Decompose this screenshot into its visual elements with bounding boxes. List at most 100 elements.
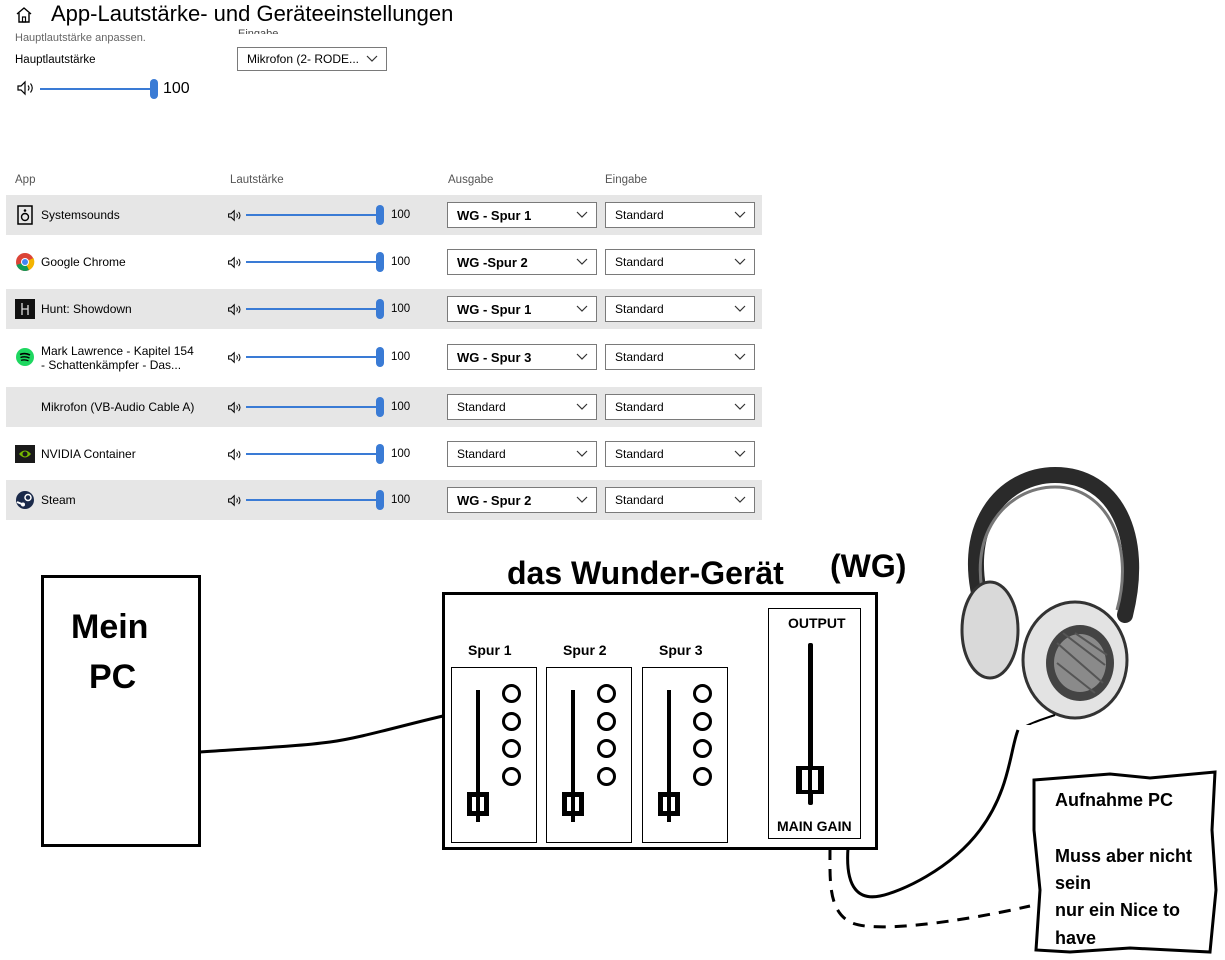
sketch-canvas bbox=[199, 714, 1031, 929]
knob bbox=[597, 739, 616, 758]
home-icon[interactable] bbox=[14, 5, 34, 25]
spotify-icon bbox=[16, 348, 34, 366]
knob bbox=[597, 767, 616, 786]
app-name: Google Chrome bbox=[41, 255, 126, 269]
chevron-down-icon bbox=[734, 450, 746, 457]
volume-icon[interactable] bbox=[227, 351, 243, 364]
input-device-dropdown[interactable]: Standard bbox=[605, 249, 755, 275]
app-volume-slider[interactable] bbox=[246, 499, 380, 501]
note-line-3: sein bbox=[1055, 873, 1092, 893]
app-name-line2: - Schattenkämpfer - Das... bbox=[41, 358, 182, 372]
volume-icon[interactable] bbox=[227, 494, 243, 507]
output-section bbox=[768, 608, 861, 839]
master-volume-slider-thumb[interactable] bbox=[150, 79, 158, 99]
output-device-value: WG -Spur 2 bbox=[457, 254, 528, 270]
output-device-dropdown[interactable]: Standard bbox=[447, 441, 597, 467]
pc-label-line2: PC bbox=[89, 658, 137, 696]
track-fader-knob bbox=[658, 792, 680, 816]
input-device-value: Standard bbox=[615, 208, 664, 222]
track-channel bbox=[642, 667, 728, 843]
app-volume-slider[interactable] bbox=[246, 308, 380, 310]
note-line-4: nur ein Nice to bbox=[1055, 900, 1181, 920]
track-fader-track bbox=[667, 690, 671, 822]
output-device-dropdown[interactable]: WG - Spur 1 bbox=[447, 296, 597, 322]
chevron-down-icon bbox=[366, 55, 378, 62]
app-volume-slider[interactable] bbox=[246, 356, 380, 358]
volume-icon[interactable] bbox=[227, 448, 243, 461]
output-device-dropdown[interactable]: WG -Spur 2 bbox=[447, 249, 597, 275]
volume-icon[interactable] bbox=[227, 256, 243, 269]
output-device-value: WG - Spur 3 bbox=[457, 349, 532, 365]
app-volume-slider-thumb[interactable] bbox=[376, 299, 384, 319]
input-device-label: Eingabe bbox=[238, 28, 279, 34]
volume-icon[interactable] bbox=[227, 209, 243, 222]
chevron-down-icon bbox=[734, 258, 746, 265]
track-label: Spur 1 bbox=[468, 642, 512, 658]
knob bbox=[597, 684, 616, 703]
input-device-dropdown[interactable]: Standard bbox=[605, 394, 755, 420]
input-device-dropdown[interactable]: Standard bbox=[605, 487, 755, 513]
app-volume-value: 100 bbox=[391, 351, 411, 363]
volume-icon[interactable] bbox=[16, 80, 36, 96]
input-device-dropdown[interactable]: Standard bbox=[605, 344, 755, 370]
output-device-dropdown[interactable]: WG - Spur 1 bbox=[447, 202, 597, 228]
page-title: App-Lautstärke- und Geräteeinstellungen bbox=[51, 1, 454, 26]
note-line-1: Aufnahme PC bbox=[1055, 790, 1174, 810]
input-device-value: Mikrofon (2- RODE... bbox=[247, 52, 360, 66]
chevron-down-icon bbox=[576, 258, 588, 265]
output-device-dropdown[interactable]: WG - Spur 2 bbox=[447, 487, 597, 513]
column-header-volume: Lautstärke bbox=[230, 174, 284, 186]
app-volume-slider-thumb[interactable] bbox=[376, 205, 384, 225]
chevron-down-icon bbox=[734, 403, 746, 410]
app-volume-slider[interactable] bbox=[246, 261, 380, 263]
app-name: Steam bbox=[41, 493, 76, 507]
track-fader-track bbox=[476, 690, 480, 822]
note-line-2: Muss aber nicht bbox=[1055, 846, 1193, 866]
app-volume-slider-thumb[interactable] bbox=[376, 490, 384, 510]
main-gain-label: MAIN GAIN bbox=[777, 818, 852, 834]
output-device-value: WG - Spur 1 bbox=[457, 301, 532, 317]
chevron-down-icon bbox=[576, 211, 588, 218]
output-device-dropdown[interactable]: Standard bbox=[447, 394, 597, 420]
input-device-dropdown[interactable]: Standard bbox=[605, 296, 755, 322]
track-channel bbox=[451, 667, 537, 843]
input-device-value: Standard bbox=[615, 447, 664, 461]
app-name: NVIDIA Container bbox=[41, 447, 136, 461]
output-device-value: WG - Spur 1 bbox=[457, 207, 532, 223]
master-volume-slider[interactable] bbox=[40, 88, 154, 90]
app-volume-slider[interactable] bbox=[246, 453, 380, 455]
chevron-down-icon bbox=[734, 305, 746, 312]
volume-icon[interactable] bbox=[227, 401, 243, 414]
app-volume-slider-thumb[interactable] bbox=[376, 252, 384, 272]
output-device-value: WG - Spur 2 bbox=[457, 492, 532, 508]
app-volume-slider-thumb[interactable] bbox=[376, 397, 384, 417]
speaker-icon bbox=[17, 205, 33, 225]
app-volume-slider-thumb[interactable] bbox=[376, 444, 384, 464]
app-volume-value: 100 bbox=[391, 494, 411, 506]
output-device-value: Standard bbox=[457, 400, 506, 414]
master-volume-description: Hauptlautstärke anpassen. bbox=[15, 32, 146, 44]
input-device-value: Standard bbox=[615, 350, 664, 364]
input-device-dropdown[interactable]: Standard bbox=[605, 202, 755, 228]
knob bbox=[502, 739, 521, 758]
track-fader-knob bbox=[562, 792, 584, 816]
main-gain-fader-track bbox=[808, 643, 813, 805]
app-volume-slider[interactable] bbox=[246, 214, 380, 216]
volume-icon[interactable] bbox=[227, 303, 243, 316]
track-fader-track bbox=[571, 690, 575, 822]
knob bbox=[693, 684, 712, 703]
chevron-down-icon bbox=[576, 353, 588, 360]
chevron-down-icon bbox=[576, 403, 588, 410]
app-volume-slider-thumb[interactable] bbox=[376, 347, 384, 367]
knob bbox=[597, 712, 616, 731]
track-label: Spur 3 bbox=[659, 642, 703, 658]
app-volume-slider[interactable] bbox=[246, 406, 380, 408]
input-device-value: Standard bbox=[615, 400, 664, 414]
knob bbox=[502, 712, 521, 731]
steam-icon bbox=[16, 491, 34, 509]
output-device-dropdown[interactable]: WG - Spur 3 bbox=[447, 344, 597, 370]
master-volume-value: 100 bbox=[163, 80, 190, 97]
input-device-dropdown[interactable]: Standard bbox=[605, 441, 755, 467]
input-device-value: Standard bbox=[615, 493, 664, 507]
input-device-dropdown[interactable]: Mikrofon (2- RODE... bbox=[237, 47, 387, 71]
